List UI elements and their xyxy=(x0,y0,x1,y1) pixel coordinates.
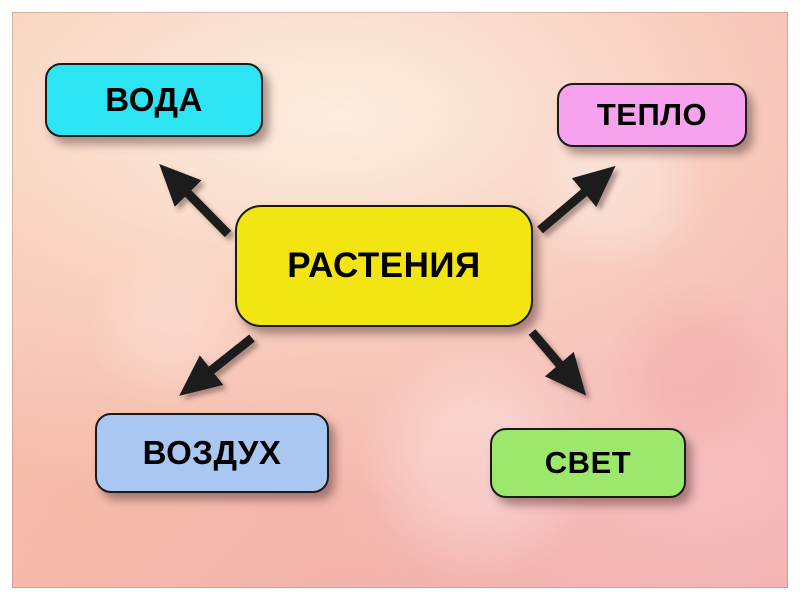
node-plants-label: РАСТЕНИЯ xyxy=(287,246,481,285)
node-light-label: СВЕТ xyxy=(544,445,632,480)
node-air-label: ВОЗДУХ xyxy=(142,434,282,471)
node-warmth-label: ТЕПЛО xyxy=(596,97,708,132)
arrow-to-svet xyxy=(528,329,587,396)
node-water: ВОДА xyxy=(45,63,263,137)
node-warmth: ТЕПЛО xyxy=(557,83,747,147)
arrow-to-teplo xyxy=(537,165,616,234)
slide-background: ВОДА ТЕПЛО РАСТЕНИЯ ВОЗДУХ СВЕТ xyxy=(12,12,788,588)
node-air: ВОЗДУХ xyxy=(95,413,329,493)
arrow-to-vozduh xyxy=(179,334,255,396)
arrow-to-voda xyxy=(159,164,232,238)
node-water-label: ВОДА xyxy=(105,81,203,118)
node-plants: РАСТЕНИЯ xyxy=(235,205,533,327)
node-light: СВЕТ xyxy=(490,428,686,498)
